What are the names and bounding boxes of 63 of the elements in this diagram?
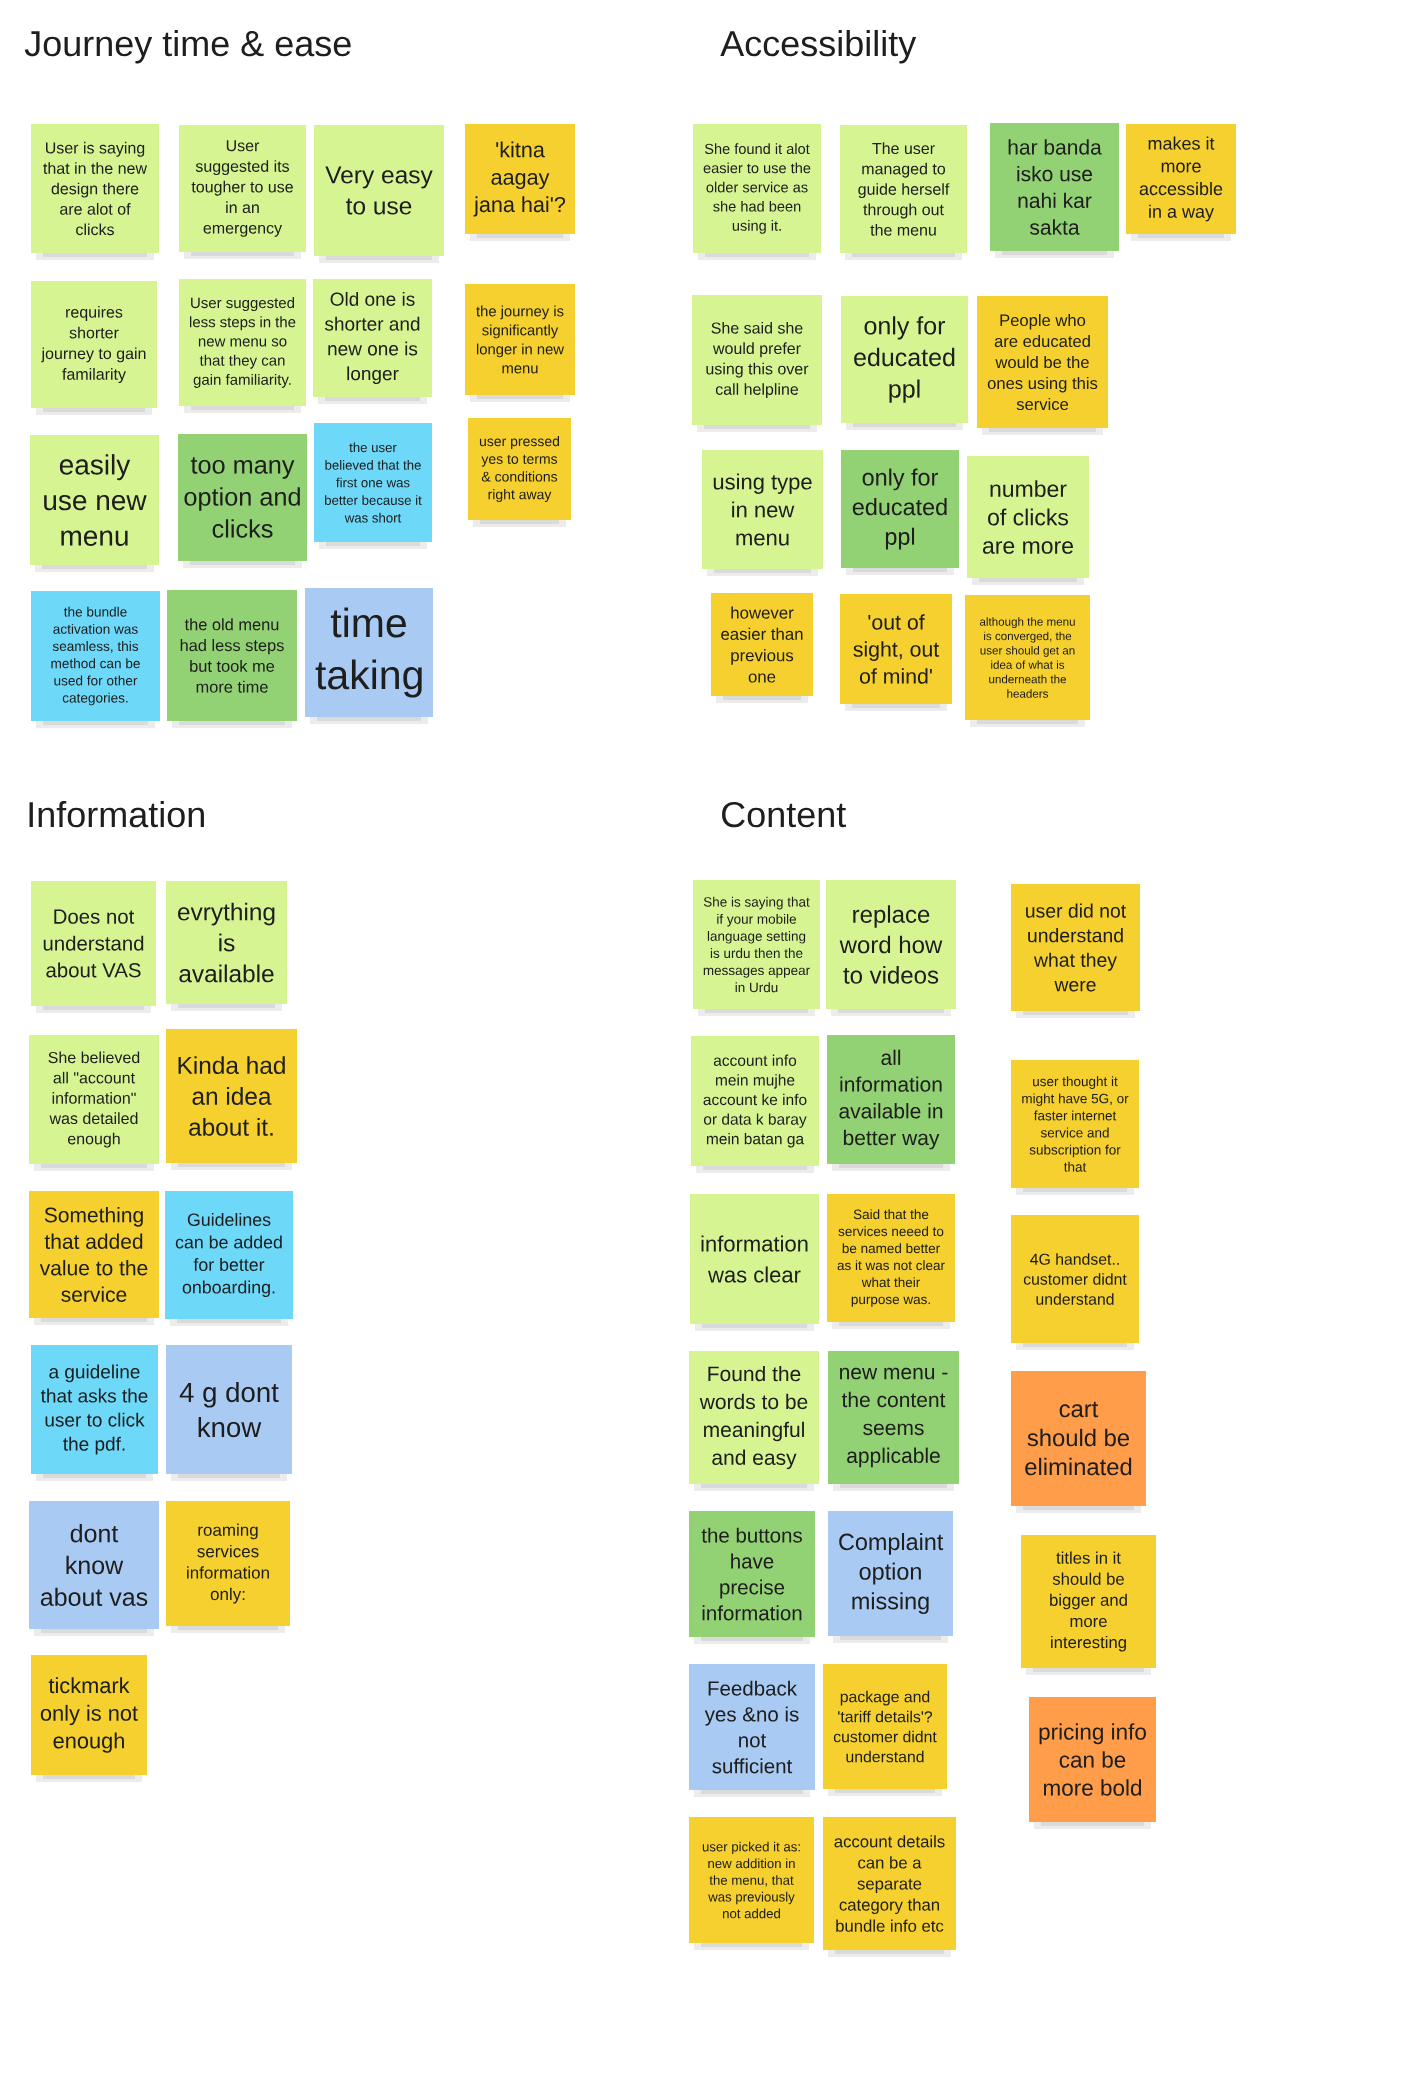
sticky-note: titles in it should be bigger and more interesting — [1021, 1535, 1156, 1668]
sticky-note: She is saying that if your mobile language setting is urdu then the messages appear in Urdu — [693, 880, 820, 1009]
sticky-note: tickmark only is not enough — [31, 1655, 147, 1775]
sticky-note: easily use new menu — [30, 435, 159, 565]
sticky-note: the user believed that the first one was better because it was short — [314, 423, 432, 542]
sticky-note: using type in new menu — [702, 450, 823, 569]
sticky-note: roaming services information only: — [166, 1501, 290, 1626]
sticky-note: Complaint option missing — [828, 1511, 953, 1636]
sticky-note: information was clear — [690, 1194, 819, 1324]
sticky-note: user did not understand what they were — [1011, 884, 1140, 1011]
sticky-note: Found the words to be meaningful and easy — [689, 1351, 819, 1484]
sticky-note: The user managed to guide herself through out the menu — [840, 125, 967, 253]
sticky-note: only for educated ppl — [841, 296, 968, 423]
sticky-note: har banda isko use nahi kar sakta — [990, 123, 1119, 251]
sticky-note: 4G handset.. customer didnt understand — [1011, 1215, 1139, 1343]
sticky-note: Guidelines can be added for better onboarding. — [165, 1191, 293, 1319]
sticky-note: the journey is significantly longer in new menu — [465, 284, 575, 395]
sticky-note: pricing info can be more bold — [1029, 1697, 1156, 1822]
sticky-note: only for educated ppl — [841, 450, 959, 568]
sticky-note: the buttons have precise information — [689, 1511, 815, 1637]
section-heading: Accessibility — [720, 29, 917, 64]
sticky-note: 'kitna aagay jana hai'? — [465, 124, 575, 234]
sticky-note: Kinda had an idea about it. — [166, 1029, 297, 1163]
section-heading: Content — [722, 801, 846, 828]
sticky-note: cart should be eliminated — [1011, 1371, 1146, 1506]
sticky-note: account info mein mujhe account ke info or data k baray mein batan ga — [691, 1036, 819, 1166]
sticky-note: User is saying that in the new design there are alot of clicks — [31, 124, 159, 253]
sticky-note: evrything is available — [166, 881, 287, 1004]
sticky-note: User suggested its tougher to use in an emergency — [179, 125, 306, 252]
sticky-note: 'out of sight, out of mind' — [840, 594, 952, 704]
sticky-note: time taking — [305, 588, 433, 717]
sticky-note: user picked it as: new addition in the menu, that was previously not added — [689, 1817, 814, 1943]
sticky-note: People who are educated would be the ones using this service — [977, 296, 1108, 428]
sticky-note: User suggested less steps in the new menu so that they can gain familiarity. — [179, 279, 306, 406]
sticky-note: requires shorter journey to gain familarity — [31, 281, 157, 408]
sticky-note: too many option and clicks — [178, 434, 307, 561]
sticky-note: a guideline that asks the user to click the pdf. — [31, 1345, 158, 1474]
sticky-note: 4 g dont know — [166, 1345, 292, 1474]
sticky-note: dont know about vas — [29, 1501, 159, 1629]
sticky-note: She said she would prefer using this over call helpline — [692, 295, 822, 425]
sticky-note: makes it more accessible in a way — [1126, 124, 1236, 234]
sticky-note: user pressed yes to terms & conditions right away — [468, 418, 571, 520]
sticky-note: Something that added value to the service — [29, 1191, 159, 1318]
sticky-note: account details can be a separate category than bundle info etc — [823, 1817, 956, 1950]
section-heading: Journey time & ease — [24, 29, 351, 64]
sticky-note: user thought it might have 5G, or faster internet service and subscription for that — [1011, 1060, 1139, 1188]
section-heading: Information — [29, 800, 204, 828]
sticky-note: Very easy to use — [314, 125, 444, 256]
sticky-note: number of clicks are more — [967, 456, 1089, 578]
sticky-note: Does not understand about VAS — [31, 881, 156, 1006]
sticky-note: She believed all "account information" was detailed enough — [29, 1035, 159, 1164]
sticky-note: although the menu is converged, the user should get an idea of what is underneath the headers — [965, 595, 1090, 720]
sticky-note: the old menu had less steps but took me more time — [167, 590, 297, 721]
sticky-note: new menu - the content seems applicable — [828, 1351, 959, 1484]
sticky-note: Feedback yes &no is not sufficient — [689, 1664, 815, 1790]
sticky-note: the bundle activation was seamless, this method can be used for other categories. — [31, 591, 160, 721]
sticky-note: all information available in better way — [827, 1035, 955, 1164]
sticky-note: She found it alot easier to use the older service as she had been using it. — [693, 124, 821, 253]
sticky-note: Old one is shorter and new one is longer — [313, 279, 432, 397]
sticky-note: however easier than previous one — [711, 593, 813, 696]
sticky-note: Said that the services neeed to be named better as it was not clear what their purpose was. — [827, 1194, 955, 1322]
sticky-note: replace word how to videos — [826, 880, 956, 1009]
sticky-note: package and 'tariff details'? customer didnt understand — [823, 1664, 947, 1789]
